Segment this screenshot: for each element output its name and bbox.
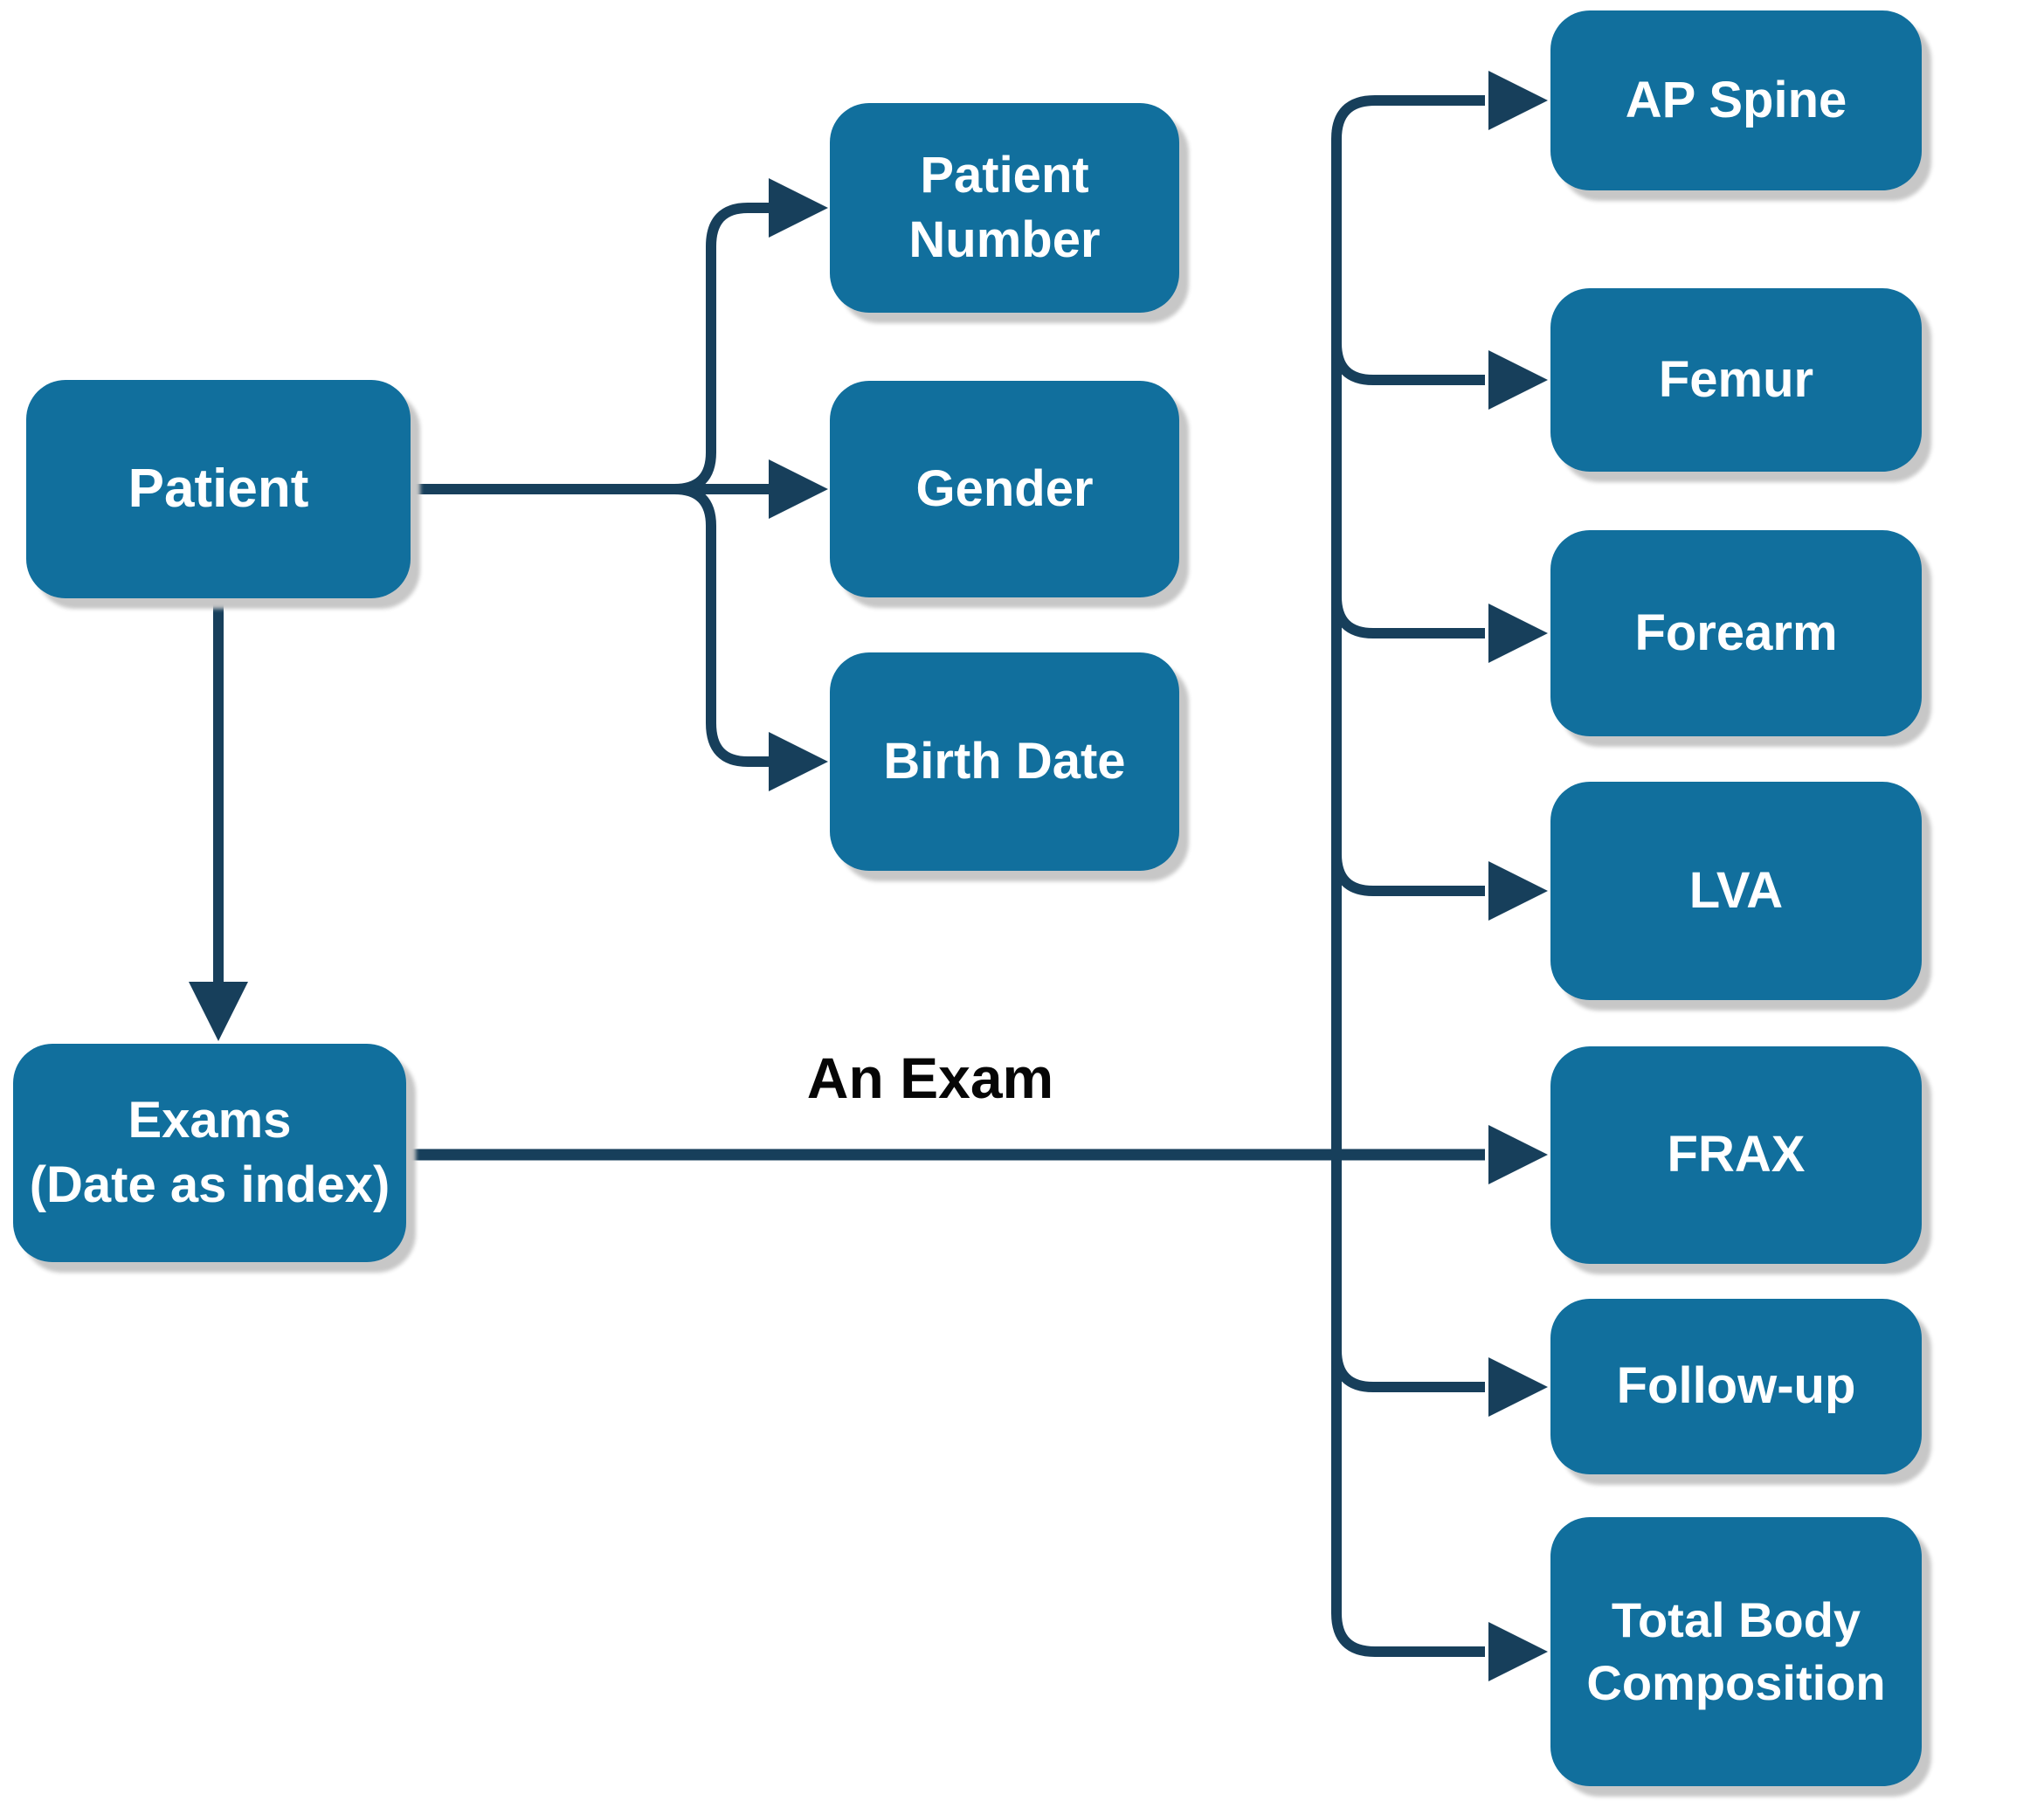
node-exam-frax-label: FRAX [1667,1126,1806,1184]
node-exam-femur: Femur [1550,288,1922,472]
node-exams-label-line2: (Date as index) [29,1156,390,1213]
node-exam-total-body-line2: Composition [1586,1655,1886,1710]
node-exam-lva-label: LVA [1688,861,1784,919]
arrowhead-gender-icon [769,459,828,519]
node-exam-follow-up: Follow-up [1550,1299,1922,1474]
node-birth-date-label: Birth Date [883,732,1126,790]
node-birth-date: Birth Date [830,652,1179,871]
node-patient-label: Patient [128,459,309,520]
connector-patient-to-birth-date [673,484,772,767]
node-exam-forearm: Forearm [1550,530,1922,736]
connector-branch-forearm [1331,596,1485,638]
node-patient-number-line1: Patient [920,146,1089,204]
arrowhead-birth-date-icon [769,732,828,791]
node-exam-total-body-composition: Total Body Composition [1550,1517,1922,1786]
node-exams: Exams (Date as index) [13,1044,406,1262]
node-exam-ap-spine: AP Spine [1550,10,1922,190]
arrowhead-ap-spine-icon [1488,71,1548,130]
node-exam-total-body-line1: Total Body [1611,1592,1861,1648]
node-gender: Gender [830,381,1179,597]
arrowhead-follow-up-icon [1488,1357,1548,1417]
node-patient-number: Patient Number [830,103,1179,313]
arrowhead-femur-icon [1488,350,1548,410]
node-exam-femur-label: Femur [1658,350,1814,408]
edge-label-an-exam: An Exam [806,1046,1054,1110]
connector-branch-lva [1331,853,1485,896]
arrowhead-patient-number-icon [769,178,828,238]
connector-patient-to-patient-number [673,203,772,494]
node-patient-number-line2: Number [908,211,1101,268]
connector-branch-femur [1331,342,1485,385]
arrowhead-total-body-icon [1488,1622,1548,1681]
arrowhead-lva-icon [1488,861,1548,921]
connector-branch-follow-up [1331,1349,1485,1392]
node-exam-ap-spine-label: AP Spine [1625,71,1847,128]
node-exams-label-line1: Exams [128,1091,292,1149]
arrowhead-frax-icon [1488,1125,1548,1184]
node-exam-frax: FRAX [1550,1046,1922,1264]
node-exam-lva: LVA [1550,782,1922,1000]
node-patient: Patient [26,380,411,598]
node-gender-label: Gender [915,459,1094,517]
connector-exam-trunk [1331,95,1485,1657]
arrowhead-exams-icon [189,982,248,1041]
node-exam-follow-up-label: Follow-up [1616,1357,1856,1415]
node-exam-forearm-label: Forearm [1634,604,1838,661]
arrowhead-forearm-icon [1488,604,1548,663]
